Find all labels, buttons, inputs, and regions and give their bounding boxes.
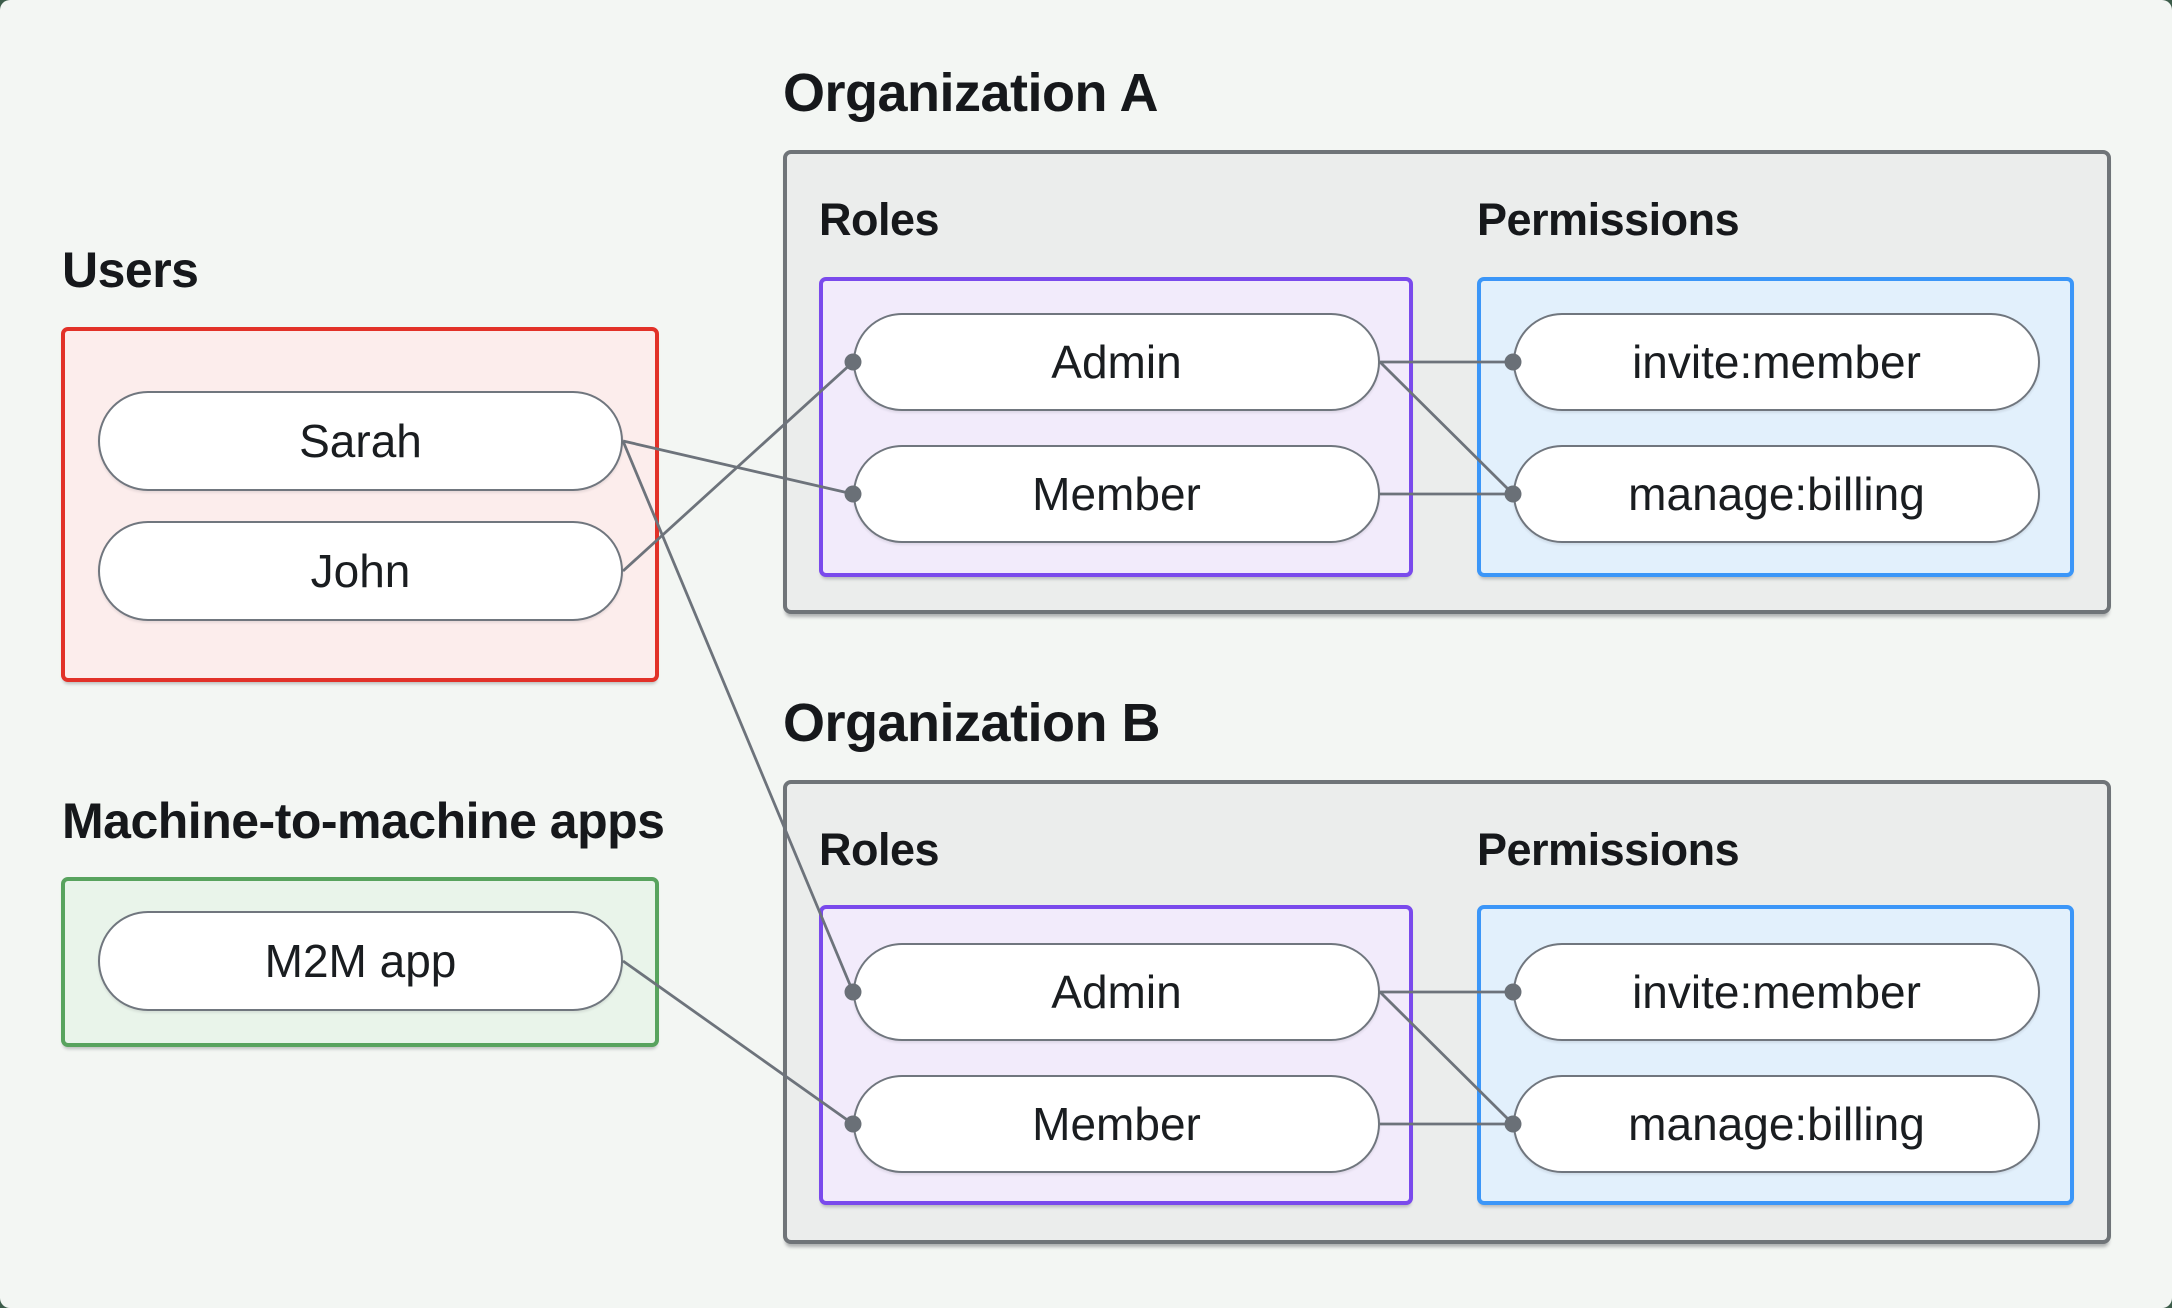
- permission-node-org-b-manage-billing-label: manage:billing: [1628, 1098, 1925, 1150]
- permission-node-org-a-manage-billing: manage:billing: [1513, 445, 2040, 543]
- permission-node-org-b-invite-member: invite:member: [1513, 943, 2040, 1041]
- org-a-roles-title: Roles: [819, 194, 940, 245]
- role-node-org-a-member-label: Member: [1032, 468, 1201, 520]
- m2m-section-title: Machine-to-machine apps: [62, 793, 665, 849]
- user-node-john-label: John: [310, 545, 411, 597]
- permission-node-org-a-invite-member-label: invite:member: [1632, 336, 1921, 388]
- user-node-sarah: Sarah: [98, 391, 623, 491]
- permission-node-org-b-invite-member-label: invite:member: [1632, 966, 1921, 1018]
- permission-node-org-a-manage-billing-label: manage:billing: [1628, 468, 1925, 520]
- role-node-org-a-admin-label: Admin: [1051, 336, 1182, 388]
- org-b-title: Organization B: [783, 693, 1161, 753]
- user-node-sarah-label: Sarah: [299, 415, 422, 467]
- org-a-title: Organization A: [783, 63, 1159, 123]
- role-node-org-b-member: Member: [853, 1075, 1380, 1173]
- permission-node-org-a-invite-member: invite:member: [1513, 313, 2040, 411]
- user-node-john: John: [98, 521, 623, 621]
- role-node-org-b-admin: Admin: [853, 943, 1380, 1041]
- role-node-org-b-admin-label: Admin: [1051, 966, 1182, 1018]
- role-node-org-b-member-label: Member: [1032, 1098, 1201, 1150]
- users-section-title: Users: [62, 242, 199, 298]
- role-node-org-a-admin: Admin: [853, 313, 1380, 411]
- m2m-node-app: M2M app: [98, 911, 623, 1011]
- org-a-permissions-title: Permissions: [1477, 194, 1740, 245]
- org-b-roles-title: Roles: [819, 824, 940, 875]
- role-node-org-a-member: Member: [853, 445, 1380, 543]
- permission-node-org-b-manage-billing: manage:billing: [1513, 1075, 2040, 1173]
- m2m-node-app-label: M2M app: [264, 935, 457, 987]
- users-group-box: [61, 327, 659, 682]
- org-b-permissions-title: Permissions: [1477, 824, 1740, 875]
